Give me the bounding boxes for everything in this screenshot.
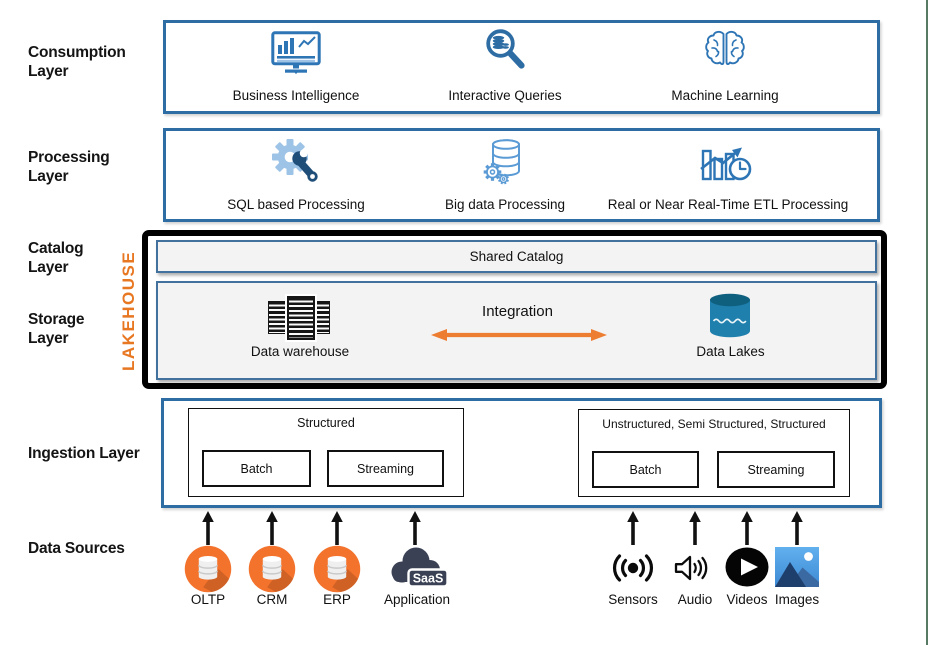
application-label: Application (383, 592, 451, 607)
sensors-label: Sensors (608, 592, 658, 607)
up-arrow-icon (408, 511, 422, 545)
integration-label: Integration (482, 303, 553, 320)
business-intelligence-icon (271, 31, 321, 74)
data-lake-icon (710, 293, 750, 338)
structured-batch-box: Batch (202, 450, 311, 487)
audio-icon (674, 555, 708, 581)
oltp-database-icon (184, 545, 232, 593)
consumption-layer-label: Consumption Layer (28, 44, 126, 80)
integration-arrow-icon (431, 329, 607, 341)
data-warehouse-icon (268, 294, 330, 342)
up-arrow-icon (688, 511, 702, 545)
machine-learning-label: Machine Learning (671, 88, 779, 103)
ingestion-layer-label: Ingestion Layer (28, 445, 140, 462)
sensors-icon (612, 554, 654, 582)
big-data-processing-icon (483, 139, 520, 185)
oltp-label: OLTP (190, 592, 226, 607)
shared-catalog-label: Shared Catalog (469, 248, 564, 264)
processing-layer-box (163, 128, 880, 222)
up-arrow-icon (265, 511, 279, 545)
unstructured-group-title: Unstructured, Semi Structured, Structure… (602, 417, 826, 431)
up-arrow-icon (330, 511, 344, 545)
unstructured-batch-box: Batch (592, 451, 699, 488)
data-warehouse-label: Data warehouse (250, 344, 350, 359)
crm-database-icon (248, 545, 296, 593)
up-arrow-icon (790, 511, 804, 545)
structured-group-title: Structured (297, 416, 355, 430)
crm-label: CRM (256, 592, 288, 607)
up-arrow-icon (626, 511, 640, 545)
storage-layer-label: Storage Layer (28, 311, 85, 347)
audio-label: Audio (677, 592, 713, 607)
videos-label: Videos (726, 592, 768, 607)
erp-database-icon (313, 545, 361, 593)
sql-processing-label: SQL based Processing (227, 197, 365, 212)
realtime-etl-label: Real or Near Real-Time ETL Processing (607, 197, 849, 212)
business-intelligence-label: Business Intelligence (232, 88, 360, 103)
interactive-queries-label: Interactive Queries (448, 88, 562, 103)
page-right-rule (926, 0, 928, 645)
videos-icon (725, 547, 769, 587)
unstructured-streaming-box: Streaming (717, 451, 835, 488)
realtime-etl-icon (700, 147, 752, 181)
lakehouse-frame (142, 230, 887, 389)
up-arrow-icon (740, 511, 754, 545)
data-sources-label: Data Sources (28, 540, 125, 557)
erp-label: ERP (323, 592, 351, 607)
saas-badge-label: SaaS (413, 572, 444, 586)
images-label: Images (774, 592, 820, 607)
structured-streaming-box: Streaming (327, 450, 444, 487)
up-arrow-icon (201, 511, 215, 545)
images-icon (775, 547, 819, 587)
data-lakes-label: Data Lakes (696, 344, 765, 359)
shared-catalog-bar: Shared Catalog (156, 240, 877, 273)
lakehouse-vertical-label: LAKEHOUSE (119, 250, 138, 372)
processing-layer-label: Processing Layer (28, 149, 110, 185)
big-data-processing-label: Big data Processing (444, 197, 566, 212)
saas-cloud-icon: SaaS (391, 547, 449, 588)
machine-learning-icon (705, 30, 745, 66)
sql-processing-icon (272, 139, 318, 182)
interactive-queries-icon (486, 29, 525, 69)
catalog-layer-label: Catalog Layer (28, 240, 84, 276)
